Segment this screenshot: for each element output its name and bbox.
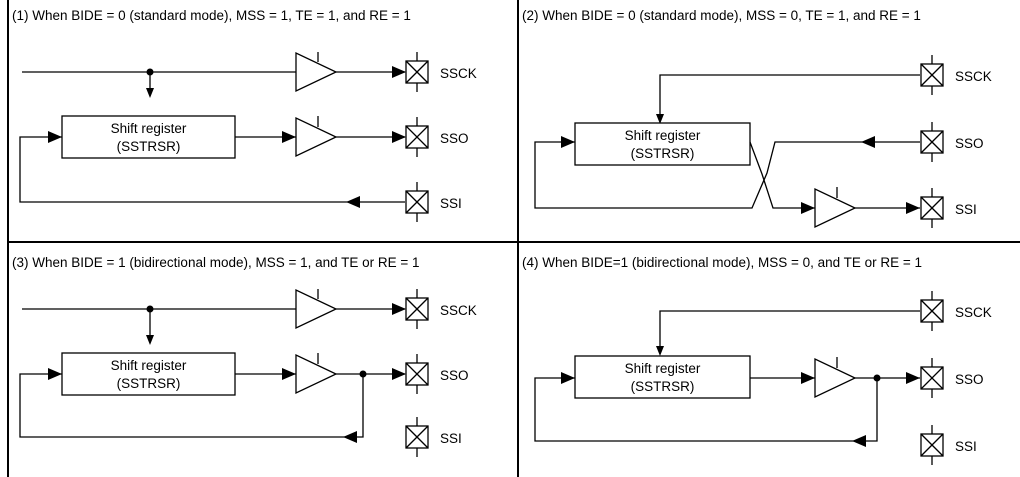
ssi-label: SSI [955,202,977,217]
shift-register [61,352,236,396]
panel-4: (4) When BIDE=1 (bidirectional mode), MS… [522,255,992,465]
sso-label: SSO [955,136,984,151]
ssck-pin [920,291,944,331]
ssck-label: SSCK [440,66,477,81]
ssck-pin [405,289,429,329]
ssck-label: SSCK [955,69,992,84]
shift-register-label: Shift register [111,358,187,373]
shift-register-name: (SSTRSR) [631,379,695,394]
buffer-sso [295,116,338,158]
panel-3: (3) When BIDE = 1 (bidirectional mode), … [12,255,477,457]
shift-register [574,122,751,166]
ssi-label: SSI [440,196,462,211]
ssi-pin [405,182,429,222]
buffer-sso [295,353,338,395]
ssi-pin [405,417,429,457]
sso-pin [920,122,944,162]
ssck-label: SSCK [955,305,992,320]
buffer-ssi [814,187,857,229]
shift-register [574,355,751,399]
ssck-pin [405,52,429,92]
sso-pin [920,358,944,398]
shift-register-label: Shift register [625,128,701,143]
shift-register [61,115,236,159]
shift-register-name: (SSTRSR) [117,376,181,391]
panel-1-title: (1) When BIDE = 0 (standard mode), MSS =… [12,8,411,23]
ssi-pin [920,425,944,465]
sso-label: SSO [955,372,984,387]
shift-register-name: (SSTRSR) [117,139,181,154]
ssi-label: SSI [440,431,462,446]
shift-register-label: Shift register [111,121,187,136]
panel-2-title: (2) When BIDE = 0 (standard mode), MSS =… [522,8,921,23]
panel-2: (2) When BIDE = 0 (standard mode), MSS =… [522,8,992,229]
panel-3-title: (3) When BIDE = 1 (bidirectional mode), … [12,255,420,270]
shift-register-label: Shift register [625,361,701,376]
shift-register-name: (SSTRSR) [631,146,695,161]
sso-pin [405,354,429,394]
panel-frame [7,0,1020,477]
ssck-label: SSCK [440,303,477,318]
ssi-pin [920,188,944,228]
buffer-ssck [295,51,338,93]
sso-label: SSO [440,131,469,146]
sso-pin [405,117,429,157]
ssi-label: SSI [955,439,977,454]
panel-4-title: (4) When BIDE=1 (bidirectional mode), MS… [522,255,922,270]
buffer-ssck [295,288,338,330]
panel-1: (1) When BIDE = 0 (standard mode), MSS =… [12,8,477,222]
sso-label: SSO [440,368,469,383]
ssck-pin [920,55,944,95]
buffer-sso [814,357,857,399]
